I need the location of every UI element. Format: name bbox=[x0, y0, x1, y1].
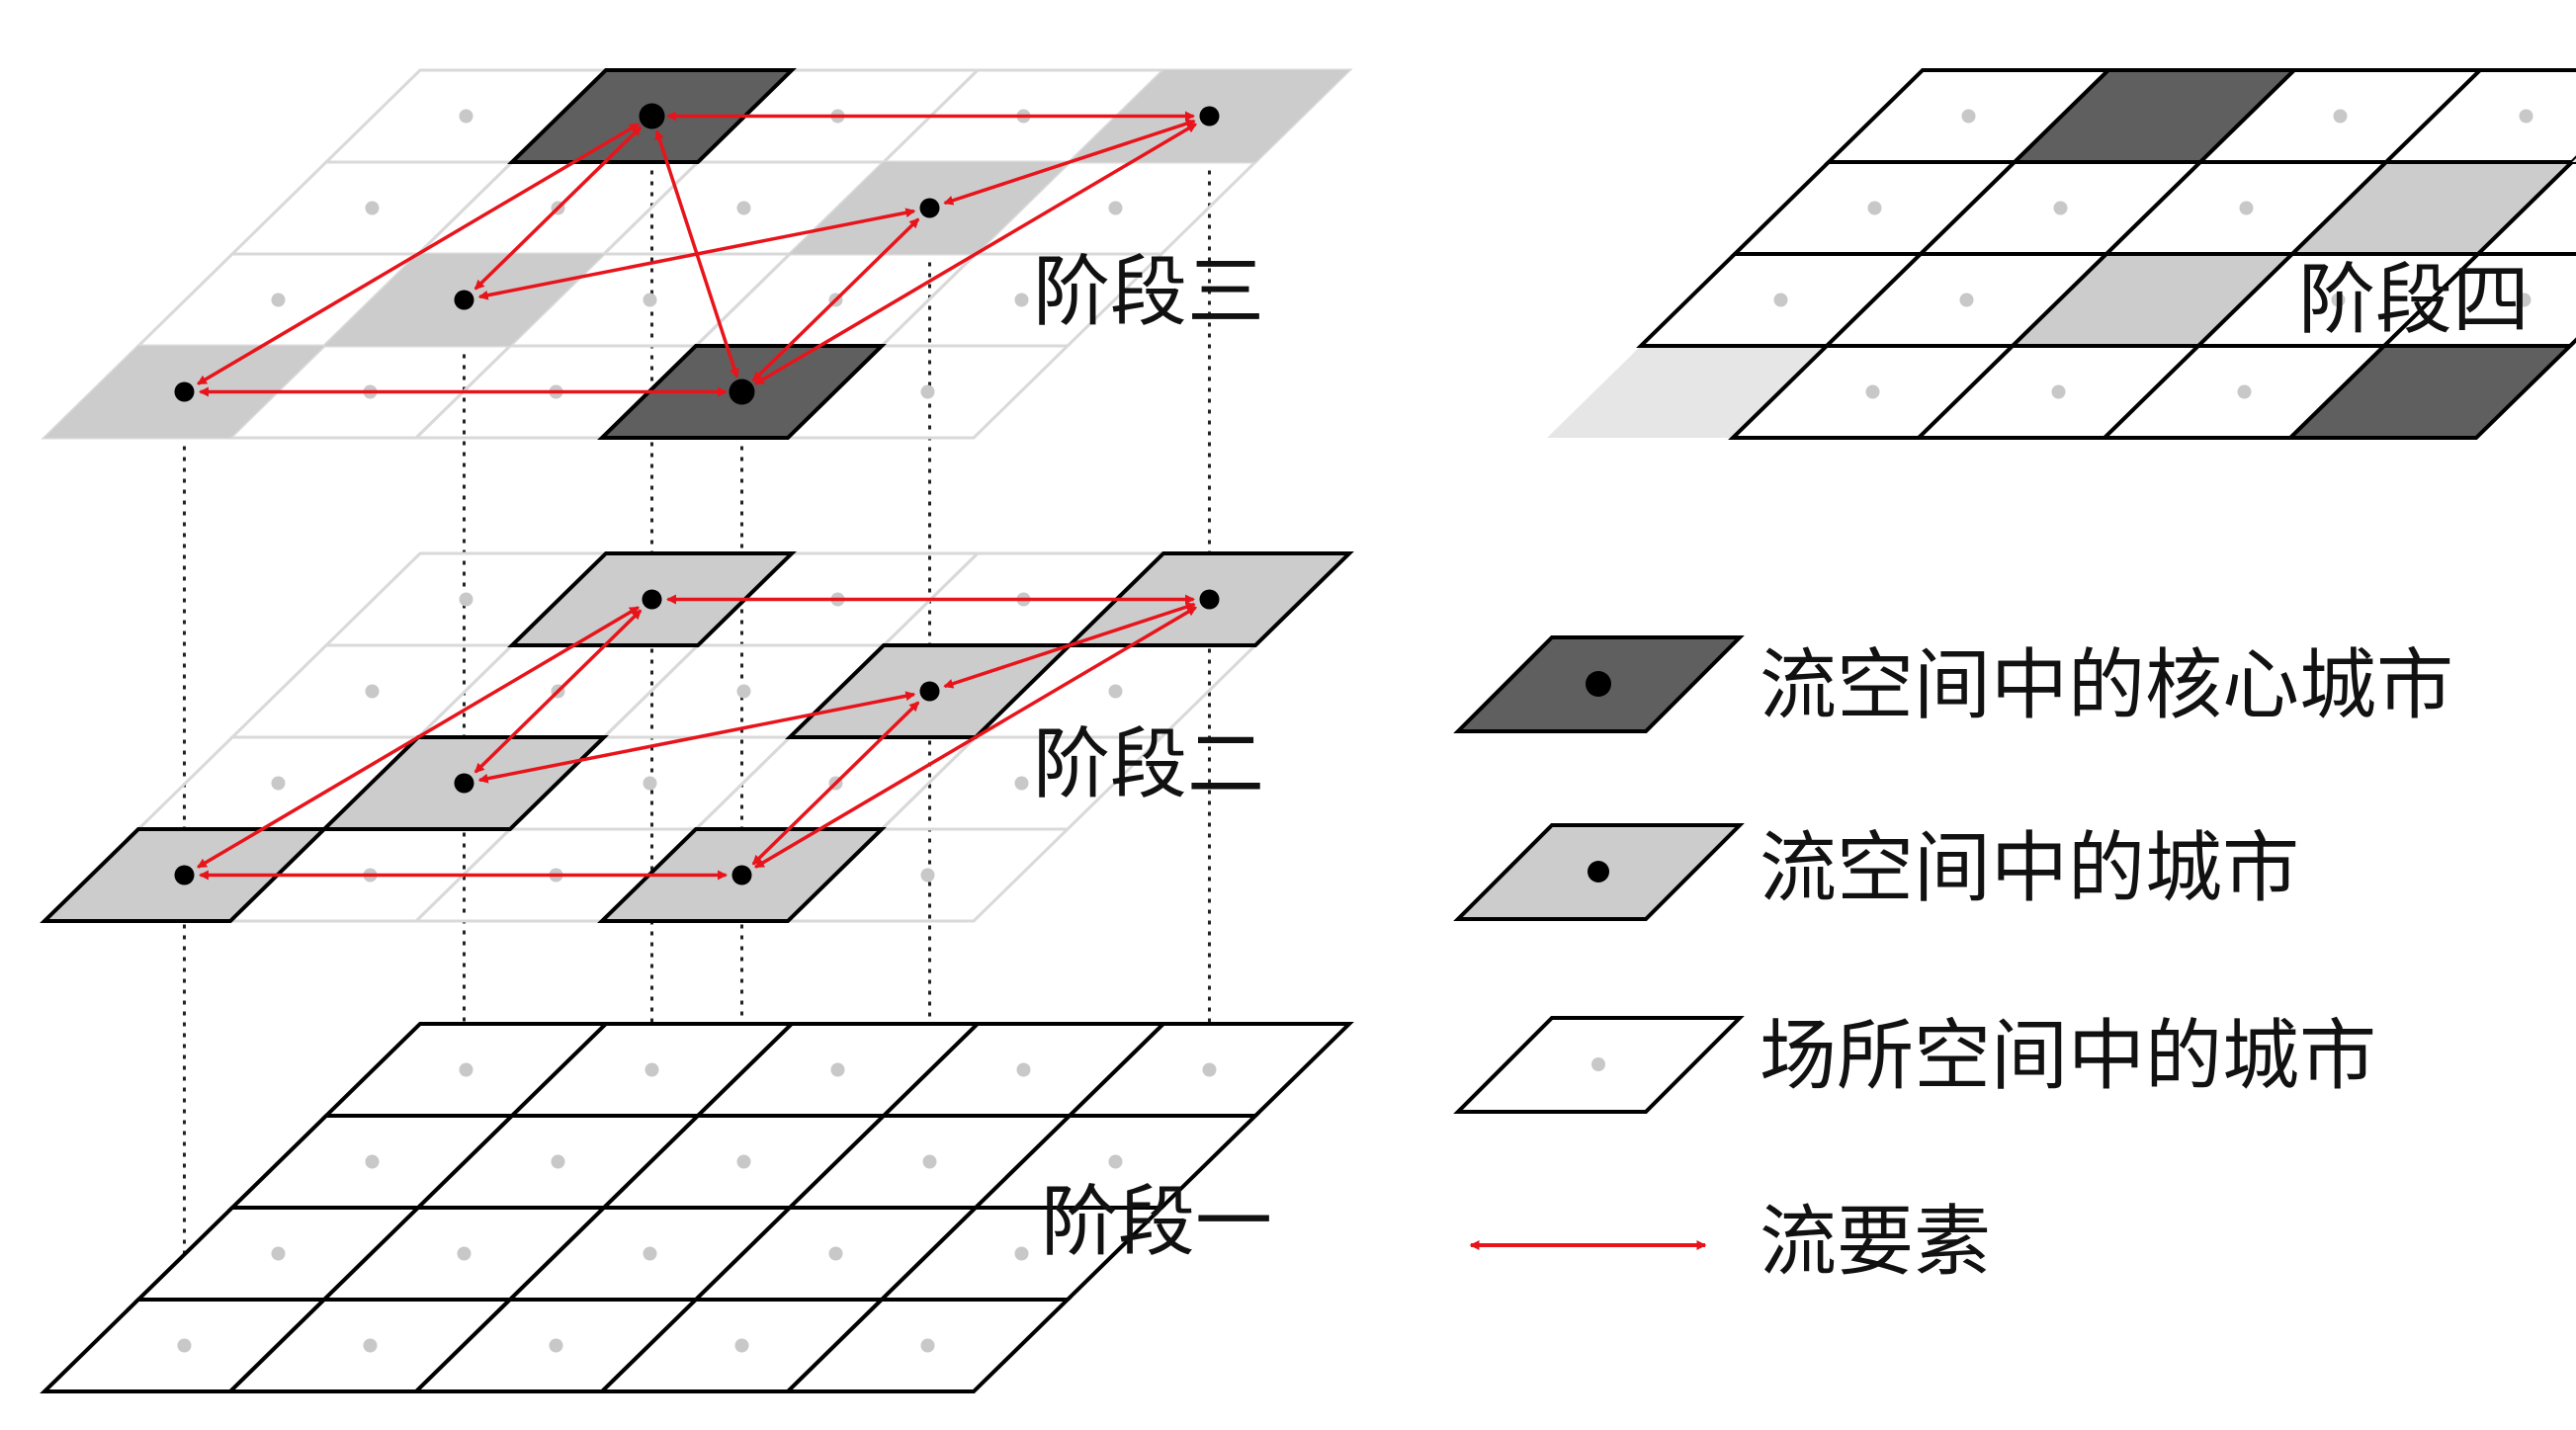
place-city-dot bbox=[457, 1246, 472, 1261]
stage-four-label: 阶段四 bbox=[2298, 256, 2530, 345]
place-city-dot bbox=[363, 1338, 378, 1353]
place-city-dot bbox=[365, 684, 380, 699]
place-city-dot bbox=[271, 776, 286, 791]
flow-element-arrow bbox=[753, 606, 1198, 869]
legend bbox=[1453, 635, 1745, 1250]
place-city-dot bbox=[549, 1338, 563, 1353]
flow-city-node bbox=[642, 589, 662, 610]
legend-place-city-swatch-dot bbox=[1591, 1057, 1605, 1071]
place-city-dot bbox=[828, 1246, 843, 1261]
place-city-dot bbox=[1773, 293, 1788, 307]
place-city-cell bbox=[2379, 252, 2576, 348]
flow-city-node bbox=[1199, 589, 1220, 610]
place-city-cell bbox=[1547, 346, 1827, 438]
place-city-dot bbox=[1108, 1154, 1123, 1169]
core-city-node bbox=[729, 379, 755, 405]
place-city-dot bbox=[459, 1062, 473, 1077]
place-city-dot bbox=[365, 201, 380, 215]
legend-flow-city-swatch-dot bbox=[1588, 861, 1609, 883]
legend-flow-city-label: 流空间中的城市 bbox=[1760, 824, 2299, 913]
place-city-dot bbox=[459, 109, 473, 124]
flow-city-node bbox=[731, 865, 752, 885]
stage-one-layer bbox=[40, 1022, 1354, 1393]
flow-element-arrow bbox=[753, 123, 1198, 385]
place-city-dot bbox=[920, 1338, 935, 1353]
place-city-dot bbox=[1016, 1062, 1031, 1077]
place-city-dot bbox=[643, 293, 657, 307]
flow-city-node bbox=[174, 865, 195, 885]
place-city-dot bbox=[2239, 201, 2254, 215]
core-city-node bbox=[639, 103, 665, 129]
legend-core-city-swatch-dot bbox=[1586, 671, 1611, 697]
stage-one-label: 阶段一 bbox=[1041, 1178, 1272, 1267]
place-city-dot bbox=[644, 1062, 659, 1077]
place-city-dot bbox=[736, 201, 751, 215]
place-city-dot bbox=[920, 868, 935, 883]
place-city-dot bbox=[643, 776, 657, 791]
flow-city-node bbox=[174, 381, 195, 402]
place-city-dot bbox=[1865, 384, 1880, 399]
flow-city-node bbox=[919, 198, 940, 218]
place-city-dot bbox=[2051, 384, 2066, 399]
stage-four-layer bbox=[1547, 68, 2576, 440]
place-city-dot bbox=[177, 1338, 192, 1353]
place-city-cell bbox=[2572, 158, 2576, 162]
flow-city-node bbox=[454, 290, 474, 310]
place-city-dot bbox=[2331, 293, 2346, 307]
stage-two-layer bbox=[40, 551, 1354, 923]
place-city-dot bbox=[1108, 201, 1123, 215]
place-city-dot bbox=[271, 293, 286, 307]
place-city-dot bbox=[922, 1154, 937, 1169]
place-city-dot bbox=[551, 1154, 565, 1169]
stage-two-label: 阶段二 bbox=[1033, 720, 1264, 809]
place-city-dot bbox=[1108, 684, 1123, 699]
place-city-dot bbox=[365, 1154, 380, 1169]
place-city-dot bbox=[1961, 109, 1976, 124]
place-city-dot bbox=[643, 1246, 657, 1261]
place-city-dot bbox=[1014, 776, 1029, 791]
place-city-dot bbox=[2237, 384, 2252, 399]
place-city-dot bbox=[2333, 109, 2348, 124]
place-city-cell bbox=[2473, 160, 2576, 256]
place-city-dot bbox=[1867, 201, 1882, 215]
flow-city-node bbox=[919, 681, 940, 702]
place-city-dot bbox=[1202, 1062, 1217, 1077]
place-city-dot bbox=[920, 384, 935, 399]
place-city-dot bbox=[2517, 293, 2532, 307]
flow-element-arrow bbox=[654, 129, 739, 379]
legend-place-city-label: 场所空间中的城市 bbox=[1760, 1012, 2376, 1101]
place-city-dot bbox=[2053, 201, 2068, 215]
place-city-dot bbox=[734, 1338, 749, 1353]
place-city-dot bbox=[1959, 293, 1974, 307]
legend-core-city-label: 流空间中的核心城市 bbox=[1760, 641, 2453, 730]
place-city-cell bbox=[2381, 68, 2576, 164]
place-city-dot bbox=[2519, 109, 2533, 124]
legend-flow-element-label: 流要素 bbox=[1760, 1198, 1991, 1287]
stage-three-label: 阶段三 bbox=[1033, 248, 1264, 337]
stage-three-layer bbox=[41, 68, 1353, 440]
place-city-dot bbox=[736, 1154, 751, 1169]
place-city-dot bbox=[830, 1062, 845, 1077]
place-city-dot bbox=[271, 1246, 286, 1261]
place-city-dot bbox=[459, 592, 473, 607]
flow-city-node bbox=[1199, 106, 1220, 126]
place-city-dot bbox=[1014, 293, 1029, 307]
place-city-dot bbox=[736, 684, 751, 699]
place-city-dot bbox=[1014, 1246, 1029, 1261]
flow-city-node bbox=[454, 773, 474, 794]
